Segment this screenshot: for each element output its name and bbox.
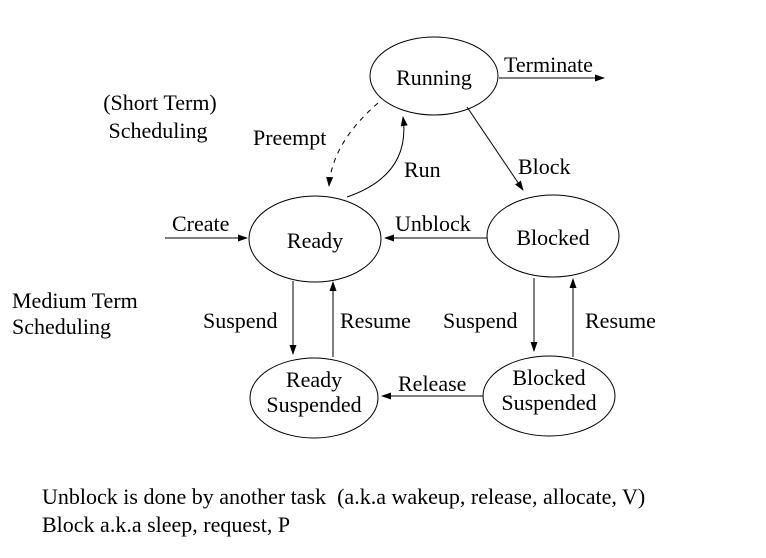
running-label: Running bbox=[396, 65, 472, 90]
resume-blocked-edge-label: Resume bbox=[585, 308, 656, 333]
blocked-suspended-label-line2: Suspended bbox=[501, 390, 596, 415]
blocked-suspended-label-line1: Blocked bbox=[512, 365, 585, 390]
state-node-ready-suspended bbox=[249, 357, 379, 439]
run-edge-label: Run bbox=[404, 157, 441, 182]
ready-label: Ready bbox=[287, 228, 343, 253]
block-arrow bbox=[466, 106, 524, 191]
suspend-blocked-edge-label: Suspend bbox=[443, 308, 518, 333]
state-node-running bbox=[369, 36, 499, 116]
footnote-block: Block a.k.a sleep, request, P bbox=[42, 512, 290, 537]
footnote-unblock: Unblock is done by another task (a.k.a w… bbox=[42, 484, 645, 509]
state-node-ready bbox=[248, 195, 382, 283]
terminate-edge-label: Terminate bbox=[504, 52, 593, 77]
short-term-scheduling-label-line1: (Short Term) bbox=[103, 90, 217, 115]
preempt-arrow bbox=[326, 102, 379, 187]
blocked-label: Blocked bbox=[516, 225, 589, 250]
ready-suspended-label-line2: Suspended bbox=[266, 392, 361, 417]
state-node-blocked bbox=[486, 194, 620, 278]
ready-suspended-label-line1: Ready bbox=[286, 367, 342, 392]
unblock-edge-label: Unblock bbox=[395, 211, 471, 236]
release-edge-label: Release bbox=[398, 371, 466, 396]
preempt-edge-label: Preempt bbox=[253, 125, 326, 150]
block-edge-label: Block bbox=[518, 154, 571, 179]
resume-ready-edge-label: Resume bbox=[340, 308, 411, 333]
suspend-ready-edge-label: Suspend bbox=[203, 308, 278, 333]
short-term-scheduling-label-line2: Scheduling bbox=[109, 118, 208, 143]
run-arrow bbox=[346, 116, 408, 198]
medium-term-scheduling-label-line2: Scheduling bbox=[12, 314, 111, 339]
create-edge-label: Create bbox=[172, 211, 229, 236]
medium-term-scheduling-label-line1: Medium Term bbox=[12, 288, 138, 313]
